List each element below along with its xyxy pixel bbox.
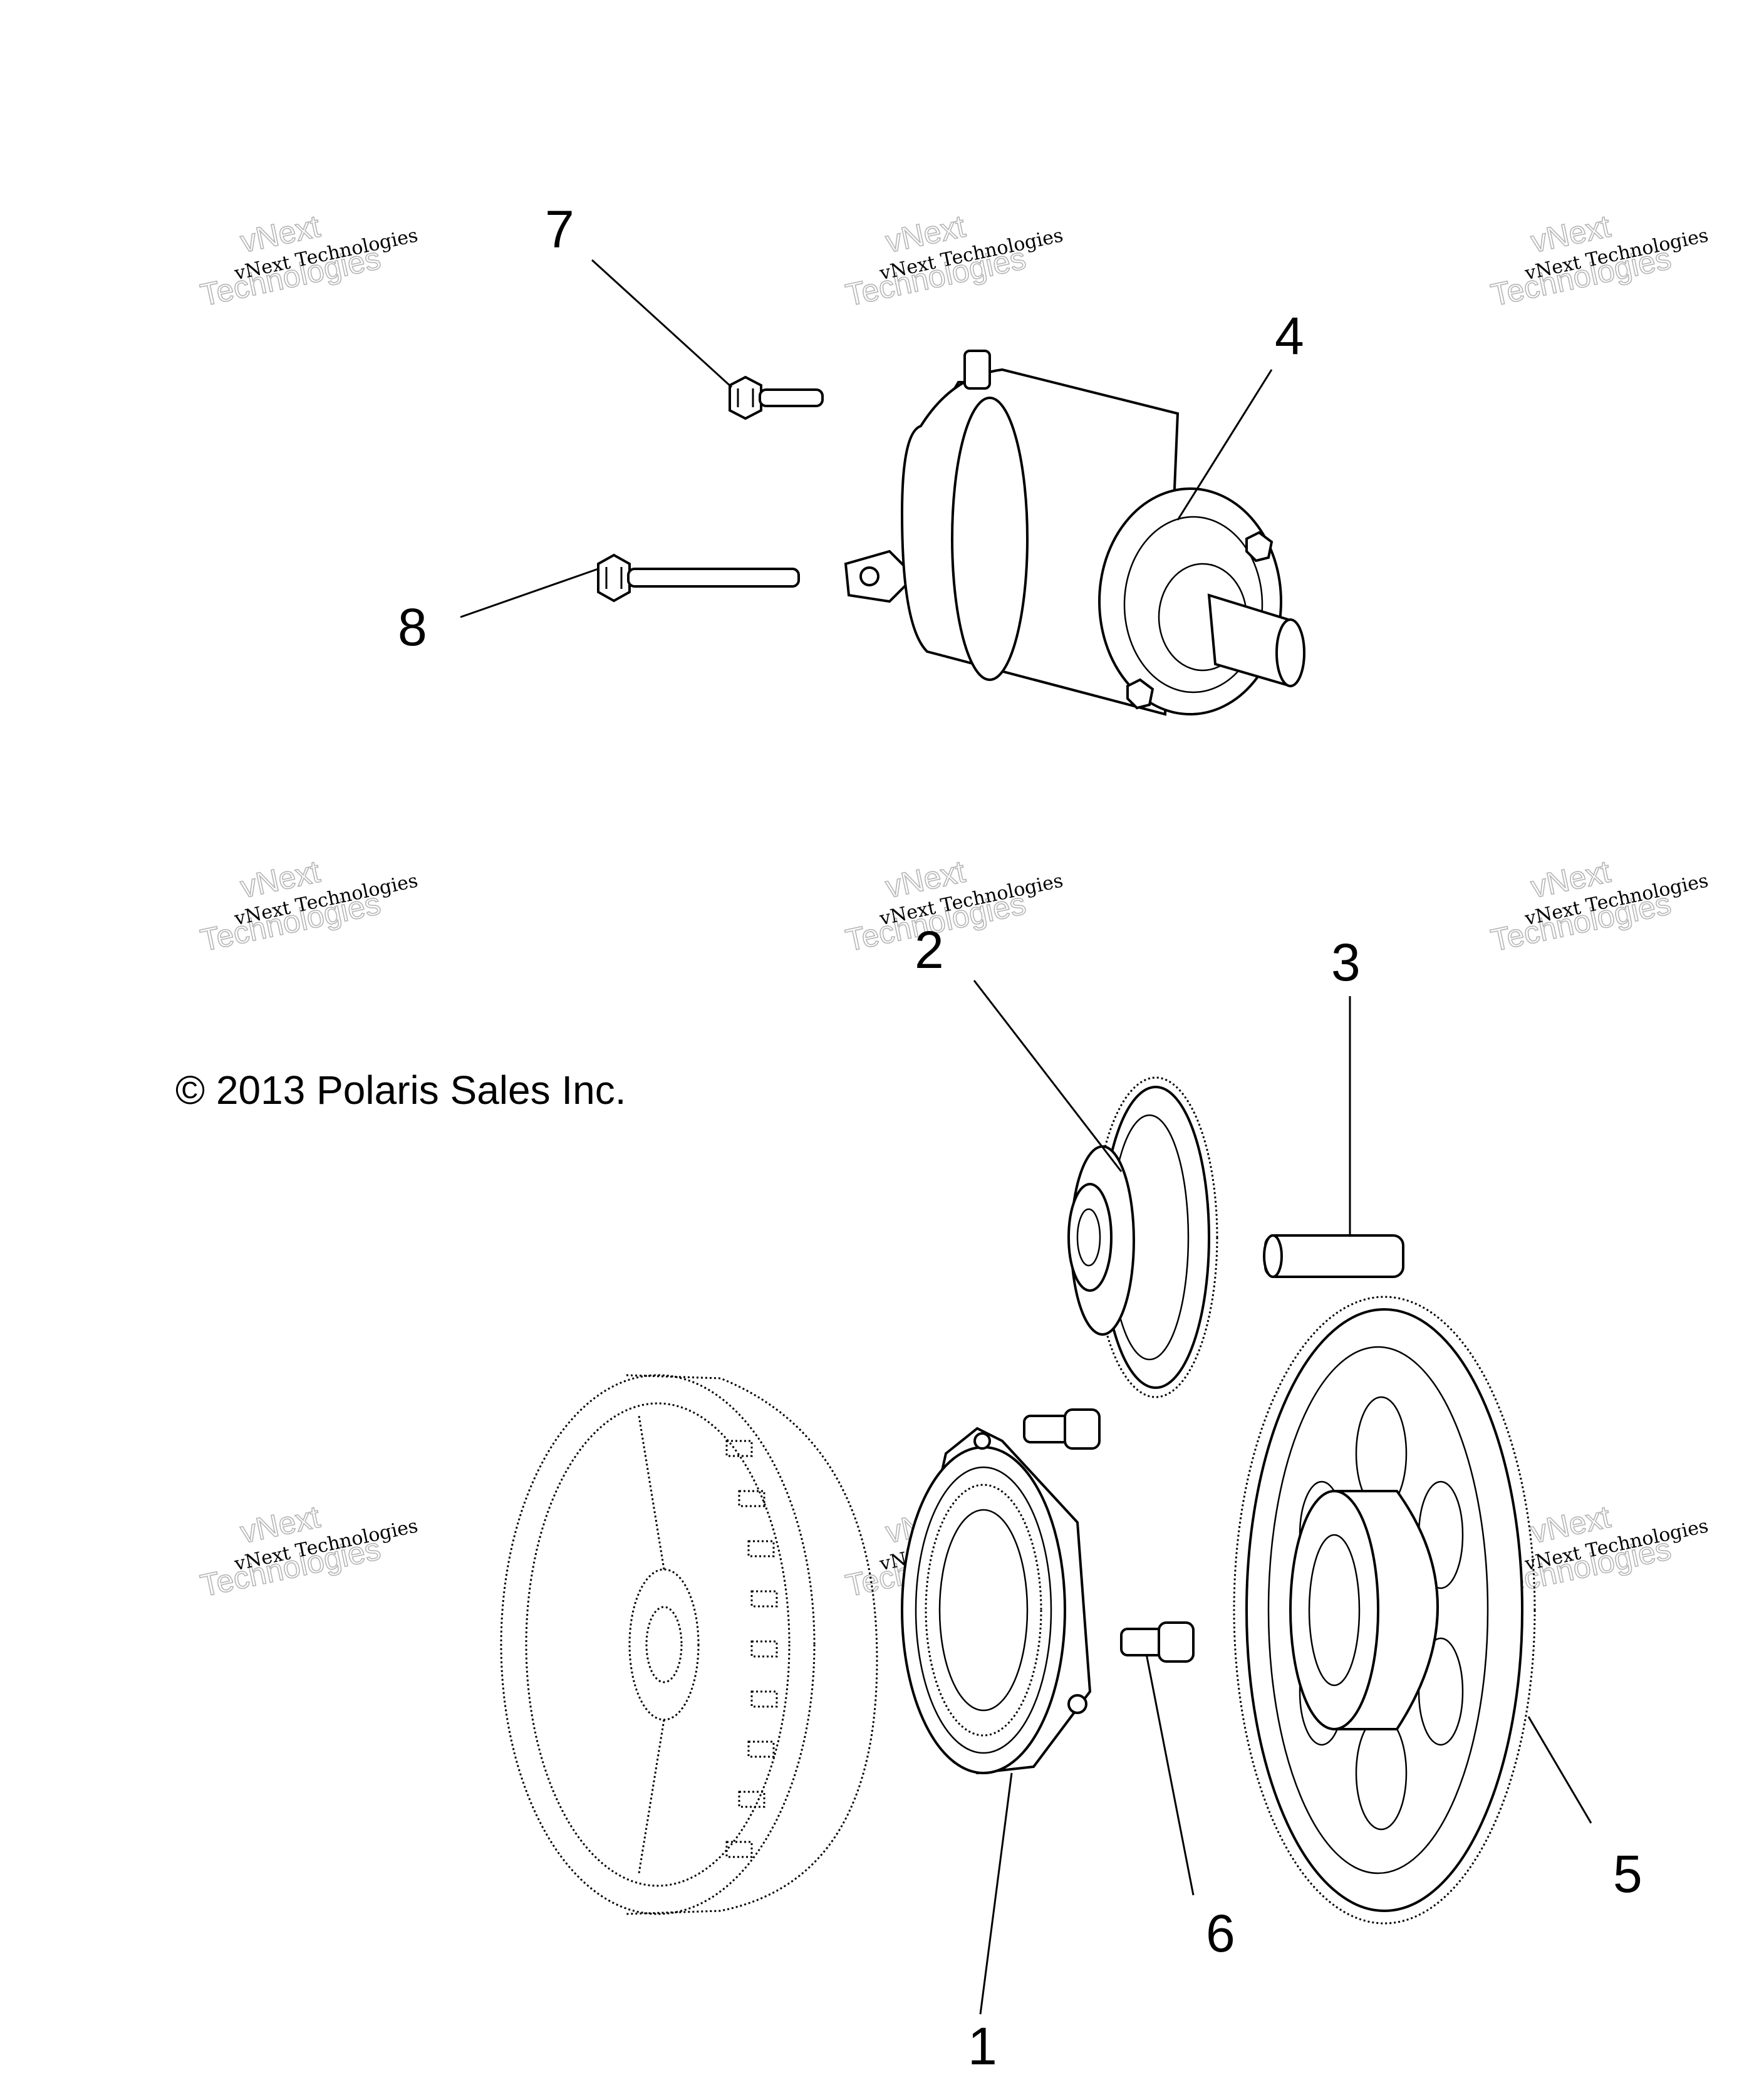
watermark: vNext Technologies vNext Technologies: [197, 1499, 420, 1604]
watermark: vNext Technologies vNext Technologies: [842, 853, 1065, 959]
part-7-bolt: [729, 375, 824, 420]
callouts: 7 4 8 2 3 5 6 1: [398, 200, 1642, 2076]
watermark: vNext Technologies vNext Technologies: [197, 208, 420, 313]
part-4-starter-motor: [844, 350, 1305, 716]
watermark: vNext Technologies vNext Technologies: [197, 853, 420, 959]
copyright-text: © 2013 Polaris Sales Inc.: [175, 1068, 626, 1113]
part-3-shaft-pin: [1263, 1234, 1404, 1278]
callout-1: 1: [968, 2017, 997, 2076]
part-6-bolts: [1023, 1408, 1195, 1663]
part-1-starter-clutch: [901, 1427, 1092, 1775]
callout-2: 2: [915, 920, 944, 979]
watermark: vNext Technologies vNext Technologies: [1487, 208, 1710, 313]
watermark: vNext Technologies vNext Technologies: [842, 208, 1065, 313]
callout-5: 5: [1613, 1844, 1642, 1903]
flywheel: [500, 1374, 878, 1915]
callout-3: 3: [1331, 933, 1361, 992]
part-5-drive-gear: [1233, 1296, 1536, 1925]
callout-8: 8: [398, 598, 427, 657]
watermark: vNext Technologies vNext Technologies: [1487, 853, 1710, 959]
part-2-idler-gear: [1067, 1076, 1218, 1398]
leader-lines: [460, 259, 1592, 2015]
part-8-bolt: [597, 553, 800, 603]
callout-7: 7: [545, 200, 574, 259]
callout-6: 6: [1206, 1904, 1235, 1963]
callout-4: 4: [1275, 306, 1304, 365]
